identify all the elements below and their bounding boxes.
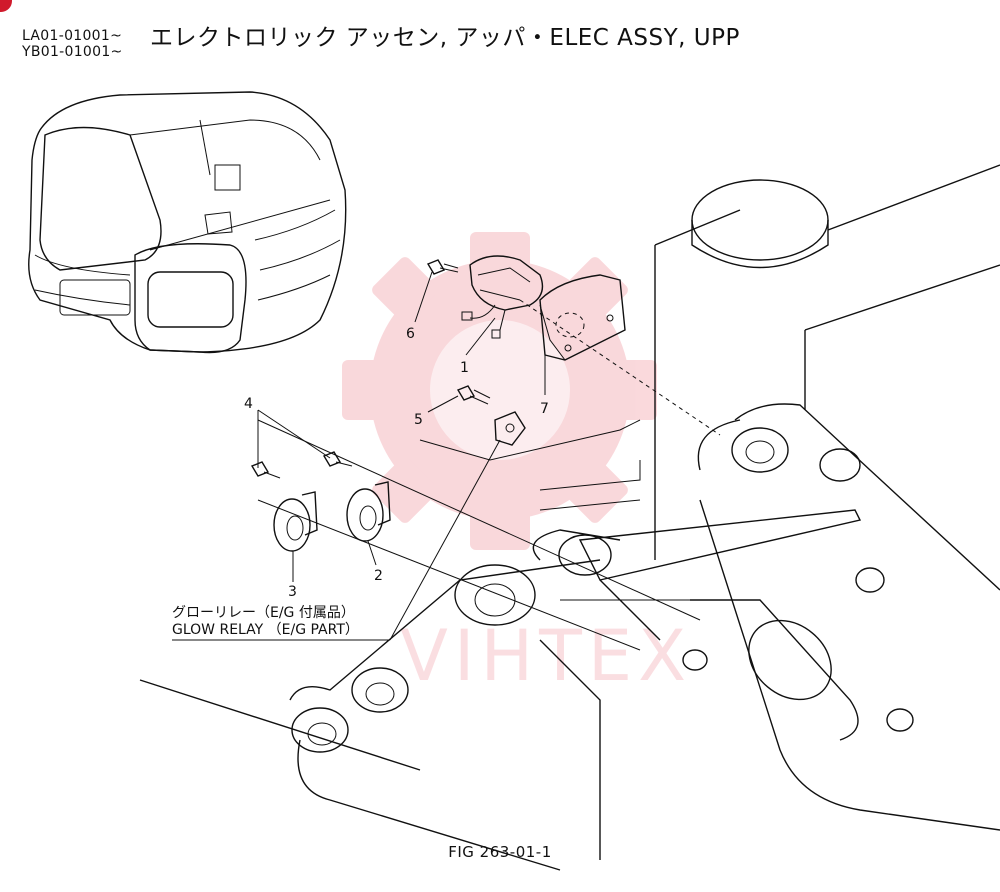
figure-caption: FIG 263-01-1: [448, 843, 552, 861]
watermark-logo: [342, 232, 657, 550]
cab-assembly: [28, 91, 347, 354]
part-4-bolts: [250, 451, 353, 479]
part-6-bolt: [426, 259, 459, 275]
part-5-bolt: [456, 385, 491, 405]
part-1-elec-assembly: [461, 255, 544, 339]
callout-3: 3: [288, 584, 297, 600]
callout-7: 7: [540, 401, 549, 417]
glow-relay-label-jp: グローリレー（E/G 付属品）: [172, 605, 355, 621]
watermark-logo-inner: [430, 320, 570, 460]
watermark-text: VIHTEX: [400, 615, 692, 697]
part-7-cover: [539, 274, 626, 361]
callout-6: 6: [406, 326, 415, 342]
callout-leaders: [172, 271, 546, 641]
callout-5: 5: [414, 412, 423, 428]
part-3-horn: [273, 491, 318, 552]
glow-relay-label-en: GLOW RELAY （E/G PART）: [172, 622, 359, 638]
part-2-horn: [346, 481, 391, 542]
frame-structure: [532, 164, 1000, 831]
callout-1: 1: [460, 360, 469, 376]
serial-number-1: LA01-01001~: [22, 28, 123, 44]
callout-4: 4: [244, 396, 253, 412]
lower-arms: [139, 559, 690, 871]
serial-number-2: YB01-01001~: [22, 44, 123, 60]
callout-2: 2: [374, 568, 383, 584]
page-title: エレクトロリック アッセン, アッパ・ELEC ASSY, UPP: [150, 25, 740, 51]
glow-relay: [494, 411, 526, 446]
